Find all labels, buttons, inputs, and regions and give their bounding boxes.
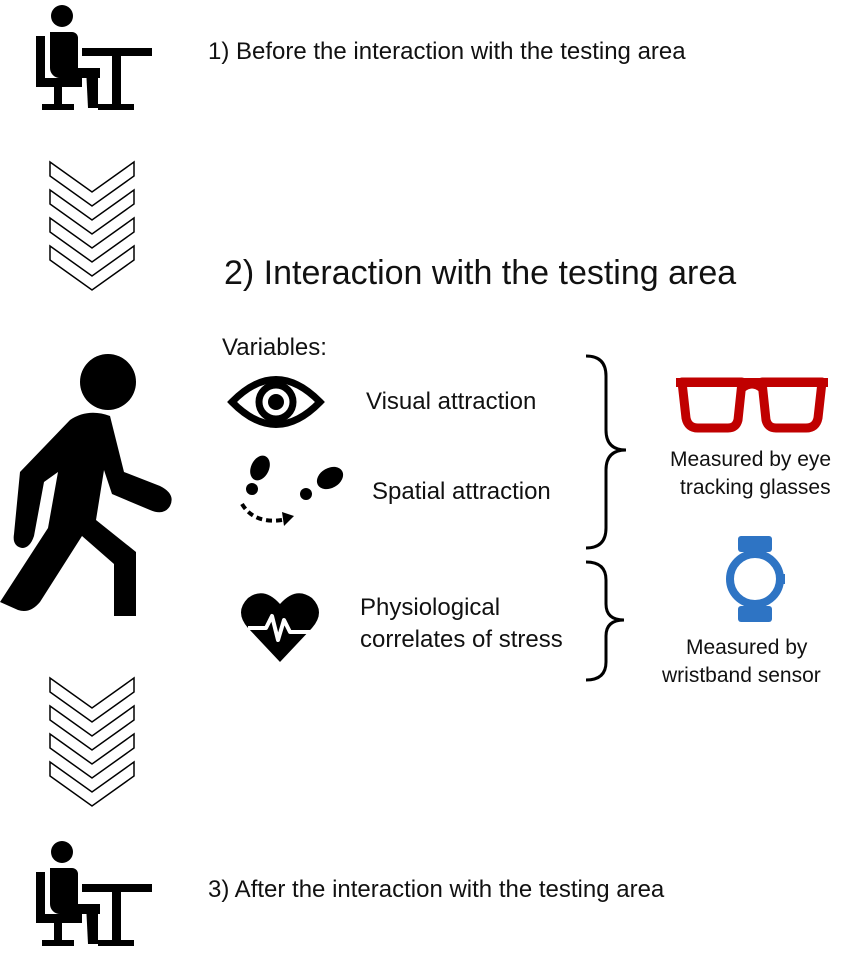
step-1-label: 1) Before the interaction with the testi… — [208, 38, 686, 65]
physiological-label-line1: Physiological — [360, 594, 501, 621]
physiological-label-line2: correlates of stress — [360, 626, 563, 653]
person-at-desk-icon — [36, 841, 152, 946]
visual-attraction-label: Visual attraction — [366, 388, 537, 415]
chevron-down-icon — [49, 160, 135, 291]
heart-pulse-icon — [241, 593, 319, 662]
person-at-desk-icon — [36, 5, 152, 110]
spatial-attraction-label: Spatial attraction — [372, 478, 551, 505]
eye-tracking-label-line1: Measured by eye — [670, 448, 832, 471]
curly-brace-icon — [585, 560, 625, 682]
step-3-label: 3) After the interaction with the testin… — [208, 876, 665, 903]
walking-person-icon — [0, 354, 172, 616]
glasses-icon — [676, 377, 828, 433]
chevron-down-icon — [49, 676, 135, 807]
eye-icon — [227, 376, 325, 428]
wristband-label-line2: wristband sensor — [662, 664, 821, 687]
variables-label: Variables: — [222, 334, 327, 361]
wristband-label-line1: Measured by — [686, 636, 808, 659]
eye-tracking-label-line2: tracking glasses — [680, 476, 831, 499]
curly-brace-icon — [585, 354, 627, 550]
step-2-heading: 2) Interaction with the testing area — [224, 254, 737, 292]
watch-icon — [726, 536, 785, 622]
footsteps-icon — [240, 455, 344, 526]
